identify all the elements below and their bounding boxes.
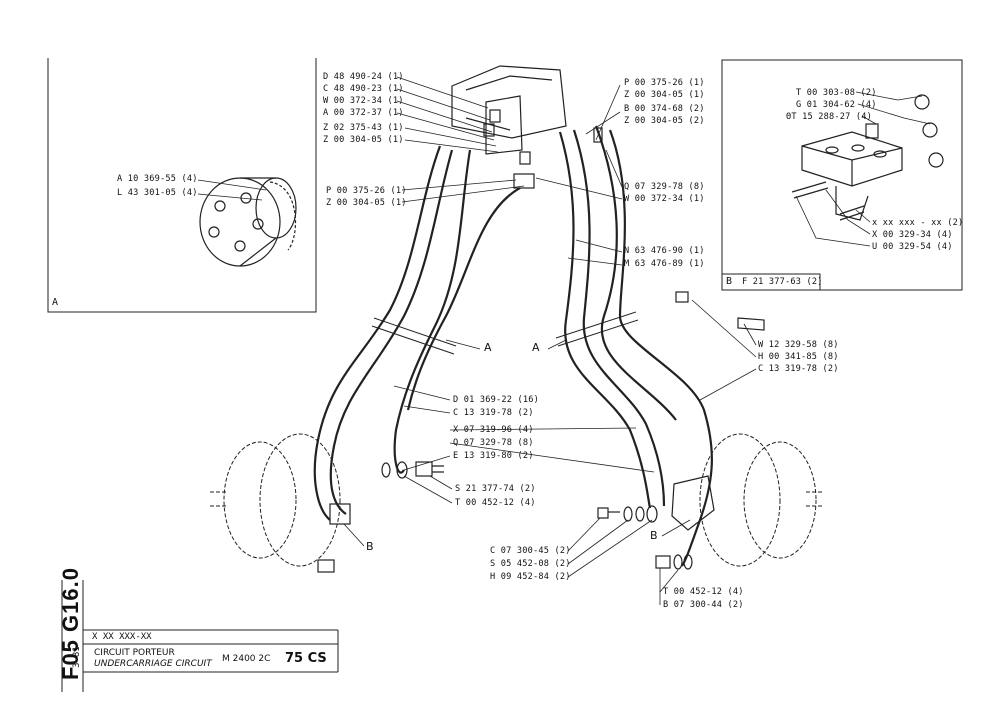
callout-label: Z 00 304-05 (1)	[624, 90, 705, 100]
callout-label: W 00 372-34 (1)	[624, 194, 705, 204]
part-number: X XX XXX-XX	[92, 632, 152, 642]
callout-label: Q 07 329-78 (8)	[624, 182, 705, 192]
clamp-left	[371, 317, 457, 355]
callout-label: S 05 452-08 (2)	[490, 559, 571, 569]
callout-label: T 00 452-12 (4)	[455, 498, 536, 508]
callout-label: Z 02 375-43 (1)	[323, 123, 404, 133]
callout-label: B 07 300-44 (2)	[663, 600, 744, 610]
callout-label: L 43 301-05 (4)	[117, 188, 198, 198]
callout-label: Z 00 304-05 (1)	[323, 135, 404, 145]
callout-label: C 13 319-78 (2)	[453, 408, 534, 418]
callout-label: A 10 369-55 (4)	[117, 174, 198, 184]
detail-b-caption: F 21 377-63 (2)	[742, 277, 823, 287]
title-en: UNDERCARRIAGE CIRCUIT	[94, 659, 212, 669]
callout-label: D 01 369-22 (16)	[453, 395, 539, 405]
title-block-frame	[61, 580, 339, 692]
section-tag-b-left: B	[366, 540, 374, 553]
callout-label: G 01 304-62 (4)	[796, 100, 877, 110]
callout-label: S 21 377-74 (2)	[455, 484, 536, 494]
left-travel-motor	[210, 433, 341, 567]
callout-label: U 00 329-54 (4)	[872, 242, 953, 252]
callout-label: D 48 490-24 (1)	[323, 72, 404, 82]
callout-label: W 12 329-58 (8)	[758, 340, 839, 350]
callout-label: Z 00 304-05 (1)	[326, 198, 407, 208]
callout-label: H 09 452-84 (2)	[490, 572, 571, 582]
right-travel-motor	[699, 433, 822, 567]
callout-label: E 13 319-80 (2)	[453, 451, 534, 461]
callout-label: C 48 490-23 (1)	[323, 84, 404, 94]
detail-a-hub-drawing	[199, 177, 297, 267]
callout-label: P 00 375-26 (1)	[624, 78, 705, 88]
callout-label: P 00 375-26 (1)	[326, 186, 407, 196]
detail-b-block-drawing	[791, 94, 944, 221]
callout-label: C 07 300-45 (2)	[490, 546, 571, 556]
detail-b-frame	[721, 59, 963, 291]
callout-label: T 00 452-12 (4)	[663, 587, 744, 597]
callout-label: H 00 341-85 (8)	[758, 352, 839, 362]
section-tag-b-right: B	[650, 529, 658, 542]
callout-label: W 00 372-34 (1)	[323, 96, 404, 106]
detail-a-frame	[47, 58, 317, 313]
callout-label: B 00 374-68 (2)	[624, 104, 705, 114]
detail-a-tag: A	[52, 297, 59, 308]
callout-label: X 00 329-34 (4)	[872, 230, 953, 240]
sheet-date: 3-81	[72, 646, 82, 668]
callout-label: A 00 372-37 (1)	[323, 108, 404, 118]
fittings	[317, 109, 765, 573]
section-tag-a-left: A	[484, 341, 492, 354]
detail-b-tag: B	[726, 276, 733, 287]
title-fr: CIRCUIT PORTEUR	[94, 648, 175, 658]
callout-label: ΘT 15 288-27 (4)	[786, 112, 872, 122]
section-tag-a-right: A	[532, 341, 540, 354]
callout-label: x xx xxx - xx (2)	[872, 218, 964, 228]
callout-label: C 13 319-78 (2)	[758, 364, 839, 374]
callout-label: T 00 303-08 (2)	[796, 88, 877, 98]
callout-label: Q 07 329-78 (8)	[453, 438, 534, 448]
left-hose-bundle	[313, 145, 521, 521]
callout-label: Z 00 304-05 (2)	[624, 116, 705, 126]
model: M 2400 2C	[222, 654, 271, 664]
clamp-right	[555, 311, 639, 347]
callout-label: M 63 476-89 (1)	[624, 259, 705, 269]
variant: 75 CS	[285, 651, 327, 666]
right-hose-bundle	[558, 125, 713, 567]
callout-label: X 07 319-96 (4)	[453, 425, 534, 435]
leader-lines	[197, 76, 931, 605]
callout-label: N 63 476-90 (1)	[624, 246, 705, 256]
